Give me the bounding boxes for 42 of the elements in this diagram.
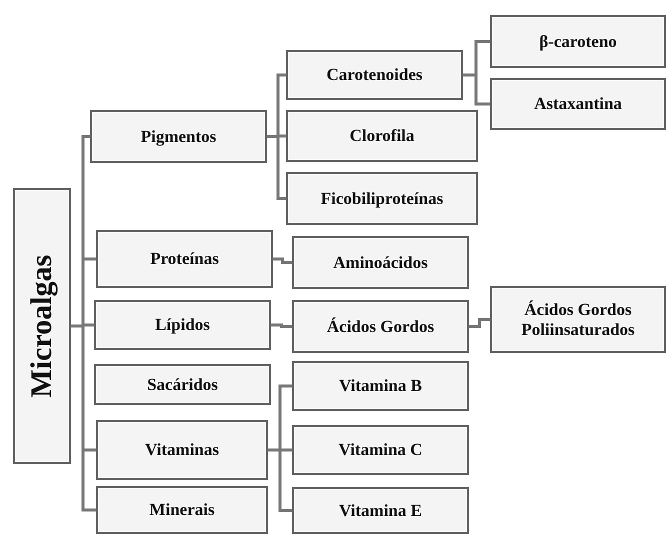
connector-line bbox=[463, 74, 490, 106]
node-label: Microalgas bbox=[24, 254, 59, 398]
node-label: Ácidos Gordos bbox=[326, 316, 434, 336]
node-label: Vitamina B bbox=[339, 376, 422, 396]
node-label: Aminoácidos bbox=[333, 252, 428, 272]
category-box bbox=[94, 364, 271, 405]
root-box bbox=[13, 188, 71, 464]
category-box bbox=[96, 486, 268, 534]
category-box bbox=[96, 230, 273, 288]
connector-line bbox=[273, 258, 292, 264]
category-box bbox=[286, 50, 463, 100]
node-label: Pigmentos bbox=[140, 126, 216, 146]
category-box bbox=[292, 425, 469, 475]
connector-line bbox=[271, 324, 292, 328]
category-box bbox=[90, 110, 267, 163]
category-box bbox=[286, 172, 478, 225]
node-label: Minerais bbox=[149, 500, 215, 520]
category-box bbox=[286, 110, 478, 162]
connector-line bbox=[469, 318, 490, 328]
node-label: Vitamina E bbox=[339, 500, 422, 520]
category-box bbox=[292, 487, 469, 534]
connector-line bbox=[268, 448, 292, 512]
category-box bbox=[292, 236, 469, 289]
category-box bbox=[292, 361, 469, 411]
connector-line bbox=[267, 135, 286, 200]
node-label: Astaxantina bbox=[534, 94, 622, 114]
node-label: Ácidos Gordos Poliinsaturados bbox=[520, 300, 636, 340]
node-label: Vitamina C bbox=[338, 440, 422, 460]
category-box bbox=[490, 286, 666, 353]
node-label: Sacáridos bbox=[147, 374, 218, 394]
category-box bbox=[94, 300, 271, 350]
node-label: Lípidos bbox=[155, 315, 210, 335]
node-label: Carotenoides bbox=[326, 65, 422, 85]
node-label: Ficobiliproteínas bbox=[320, 188, 444, 208]
node-label: Vitaminas bbox=[145, 440, 219, 460]
category-box bbox=[490, 78, 666, 130]
category-box bbox=[96, 420, 268, 480]
node-label: Clorofila bbox=[350, 126, 414, 146]
category-box bbox=[292, 300, 469, 353]
node-label: Proteínas bbox=[150, 249, 219, 269]
node-label: β-caroteno bbox=[539, 32, 617, 52]
category-box bbox=[490, 15, 666, 68]
